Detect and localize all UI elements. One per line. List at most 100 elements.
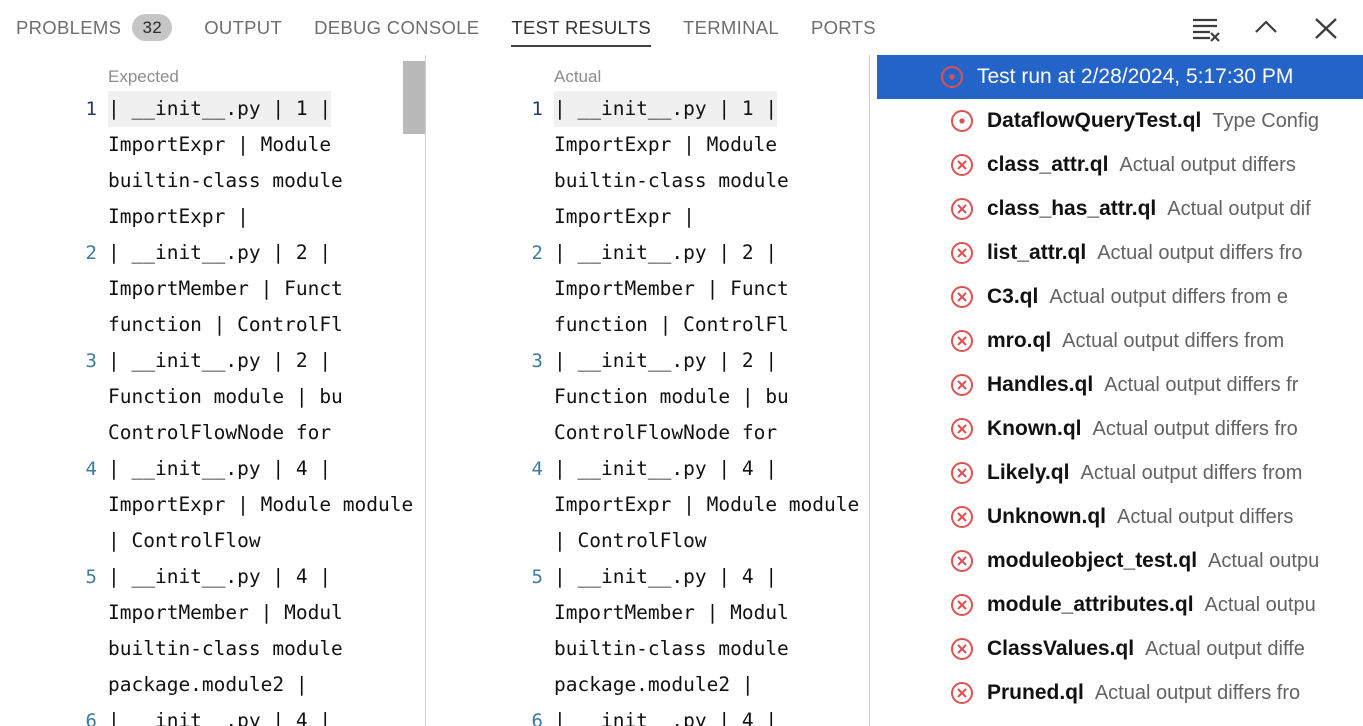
- test-item-description: Actual output differs from e: [1049, 285, 1288, 308]
- test-item-label: C3.ql: [987, 285, 1039, 308]
- tab-debug-console[interactable]: DEBUG CONSOLE: [298, 0, 495, 55]
- expected-diff-pane[interactable]: Expected 1 | __init__.py | 1 | ImportExp…: [0, 55, 426, 726]
- error-circle-x-icon: [949, 460, 975, 486]
- line-number: 5: [531, 566, 543, 588]
- line-text-head: | __init__.py | 2 |: [108, 349, 332, 372]
- line-number: 4: [85, 458, 97, 480]
- test-item-handles[interactable]: Handles.ql Actual output differs fr: [877, 363, 1363, 407]
- test-item-label: ClassValues.ql: [987, 637, 1135, 660]
- code-line: 4 | __init__.py | 4 | ImportExpr | Modul…: [518, 451, 872, 559]
- line-text: | __init__.py | 2 | Function module | bu…: [554, 343, 872, 451]
- active-tab-underline: [511, 45, 652, 47]
- test-run-root-item[interactable]: Test run at 2/28/2024, 5:17:30 PM: [877, 55, 1363, 99]
- line-text: | __init__.py | 4 | ImportExpr | Module …: [108, 451, 426, 559]
- clear-all-icon[interactable]: [1189, 11, 1223, 45]
- tab-output[interactable]: OUTPUT: [188, 0, 298, 55]
- tab-test-results[interactable]: TEST RESULTS: [495, 0, 667, 55]
- error-circle-x-icon: [949, 152, 975, 178]
- test-item-known[interactable]: Known.ql Actual output differs fro: [877, 407, 1363, 451]
- test-results-tree[interactable]: Test run at 2/28/2024, 5:17:30 PM Datafl…: [877, 55, 1363, 726]
- test-item-class-attr[interactable]: class_attr.ql Actual output differs: [877, 143, 1363, 187]
- code-line: 6 | __init__.py | 4 |: [518, 703, 872, 726]
- line-text-head: | __init__.py | 4 |: [554, 565, 778, 588]
- line-number: 3: [85, 350, 97, 372]
- test-item-description: Actual output differs from: [1062, 329, 1285, 352]
- test-item-class-has-attr[interactable]: class_has_attr.ql Actual output dif: [877, 187, 1363, 231]
- line-text-head: | __init__.py | 1 |: [554, 91, 778, 127]
- line-number: 2: [531, 242, 543, 264]
- test-item-description: Actual output differs fro: [1092, 417, 1298, 440]
- line-text-tail: ImportMember | Modul builtin-class modul…: [554, 565, 801, 696]
- error-circle-x-icon: [949, 636, 975, 662]
- code-line: 2 | __init__.py | 2 | ImportMember | Fun…: [72, 235, 426, 343]
- pane-divider: [425, 55, 426, 726]
- test-item-c3[interactable]: C3.ql Actual output differs from e: [877, 275, 1363, 319]
- test-item-label: module_attributes.ql: [987, 593, 1194, 616]
- chevron-up-icon[interactable]: [1249, 11, 1283, 45]
- test-item-description: Actual output differs fr: [1104, 373, 1299, 396]
- expected-pane-scrollbar-thumb[interactable]: [403, 61, 425, 134]
- actual-code: 1 | __init__.py | 1 | ImportExpr | Modul…: [518, 91, 872, 726]
- test-item-description: Type Config: [1212, 109, 1320, 132]
- code-line: 4 | __init__.py | 4 | ImportExpr | Modul…: [72, 451, 426, 559]
- code-line: 1 | __init__.py | 1 | ImportExpr | Modul…: [72, 91, 426, 235]
- test-item-label: Known.ql: [987, 417, 1082, 440]
- code-line: 2 | __init__.py | 2 | ImportMember | Fun…: [518, 235, 872, 343]
- line-text: | __init__.py | 2 | ImportMember | Funct…: [108, 235, 426, 343]
- line-text-head: | __init__.py | 4 |: [554, 709, 778, 726]
- actual-pane-title: Actual: [554, 67, 602, 86]
- test-item-label: list_attr.ql: [987, 241, 1087, 264]
- test-item-module-attributes[interactable]: module_attributes.ql Actual outpu: [877, 583, 1363, 627]
- test-item-mro[interactable]: mro.ql Actual output differs from: [877, 319, 1363, 363]
- test-item-likely[interactable]: Likely.ql Actual output differs from: [877, 451, 1363, 495]
- test-item-label: Likely.ql: [987, 461, 1070, 484]
- expected-code: 1 | __init__.py | 1 | ImportExpr | Modul…: [72, 91, 426, 726]
- tab-terminal[interactable]: TERMINAL: [667, 0, 795, 55]
- line-text-head: | __init__.py | 4 |: [108, 565, 332, 588]
- line-text: | __init__.py | 4 | ImportMember | Modul…: [108, 559, 426, 703]
- line-text: | __init__.py | 2 | ImportMember | Funct…: [554, 235, 872, 343]
- line-text-tail: ImportMember | Modul builtin-class modul…: [108, 565, 355, 696]
- test-item-description: Actual output differs from: [1080, 461, 1303, 484]
- line-text-tail: ImportExpr | Module module | ControlFlow: [554, 457, 871, 552]
- test-item-moduleobject-test[interactable]: moduleobject_test.ql Actual outpu: [877, 539, 1363, 583]
- error-circle-x-icon: [949, 196, 975, 222]
- panel-tabbar: PROBLEMS 32 OUTPUT DEBUG CONSOLE TEST RE…: [0, 0, 1363, 55]
- line-text: | __init__.py | 4 |: [108, 703, 331, 726]
- tab-output-label: OUTPUT: [204, 16, 283, 38]
- line-number: 2: [85, 242, 97, 264]
- test-item-description: Actual output differs: [1117, 505, 1294, 528]
- line-text: | __init__.py | 4 |: [554, 703, 777, 726]
- line-text-head: | __init__.py | 4 |: [108, 709, 332, 726]
- test-item-label: Test run at 2/28/2024, 5:17:30 PM: [977, 65, 1294, 88]
- close-icon[interactable]: [1309, 11, 1343, 45]
- error-circle-dot-icon: [939, 64, 965, 90]
- line-number: 6: [85, 710, 97, 726]
- line-number: 1: [531, 98, 543, 120]
- line-text-tail: ImportExpr | Module builtin-class module…: [108, 97, 355, 228]
- test-item-dataflowquerytest[interactable]: DataflowQueryTest.ql Type Config: [877, 99, 1363, 143]
- test-item-pruned[interactable]: Pruned.ql Actual output differs fro: [877, 671, 1363, 715]
- line-number: 1: [85, 98, 97, 120]
- test-item-description: Actual outpu: [1204, 593, 1316, 616]
- tab-problems[interactable]: PROBLEMS 32: [0, 0, 188, 55]
- actual-diff-pane[interactable]: Actual 1 | __init__.py | 1 | ImportExpr …: [426, 55, 877, 726]
- test-item-label: moduleobject_test.ql: [987, 549, 1198, 572]
- test-item-list-attr[interactable]: list_attr.ql Actual output differs fro: [877, 231, 1363, 275]
- tab-debug-console-label: DEBUG CONSOLE: [314, 16, 480, 38]
- test-item-unknown[interactable]: Unknown.ql Actual output differs: [877, 495, 1363, 539]
- tab-ports[interactable]: PORTS: [795, 0, 892, 55]
- code-line: 3 | __init__.py | 2 | Function module | …: [72, 343, 426, 451]
- test-item-classvalues[interactable]: ClassValues.ql Actual output diffe: [877, 627, 1363, 671]
- pane-divider: [869, 55, 870, 726]
- line-text-tail: ImportExpr | Module module | ControlFlow: [108, 457, 425, 552]
- line-text-tail: ImportExpr | Module builtin-class module…: [554, 97, 801, 228]
- line-text-head: | __init__.py | 1 |: [108, 91, 332, 127]
- line-text-head: | __init__.py | 2 |: [108, 241, 332, 264]
- tab-test-results-label: TEST RESULTS: [511, 16, 652, 38]
- test-item-label: class_has_attr.ql: [987, 197, 1157, 220]
- panel-body: Expected 1 | __init__.py | 1 | ImportExp…: [0, 55, 1363, 726]
- line-number: 4: [531, 458, 543, 480]
- line-text-head: | __init__.py | 4 |: [108, 457, 332, 480]
